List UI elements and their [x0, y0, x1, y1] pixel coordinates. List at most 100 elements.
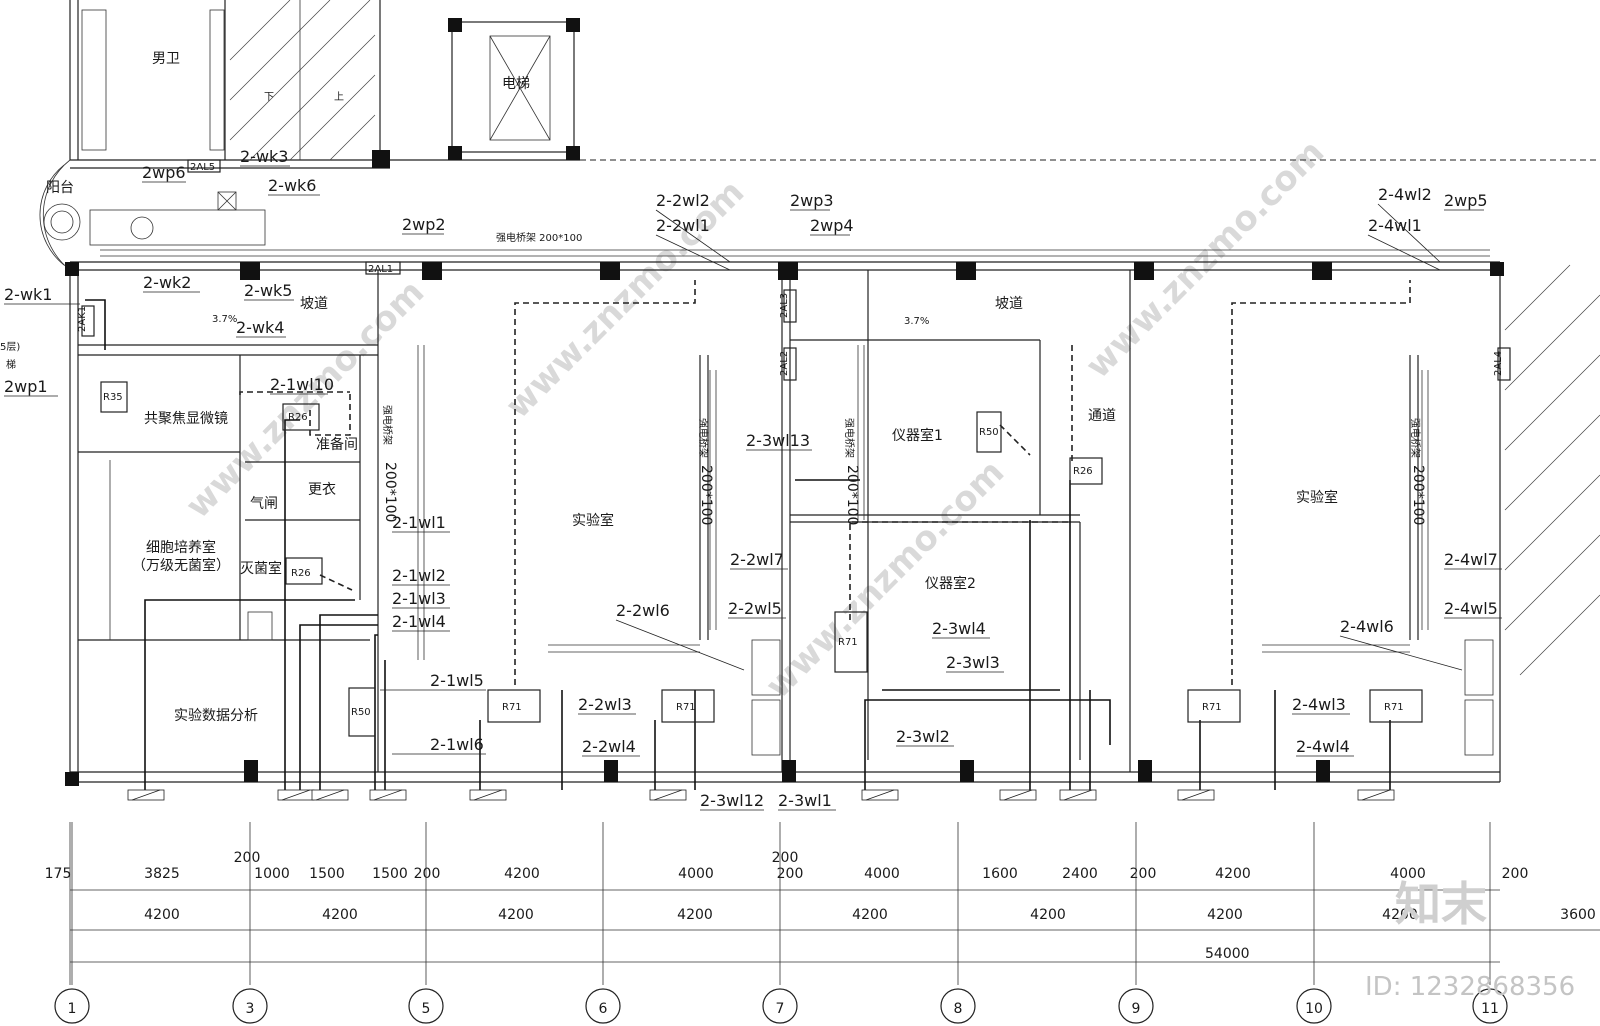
svg-text:2-3wl13: 2-3wl13 [746, 431, 810, 450]
power-circuits [85, 299, 1391, 790]
dimension-lines [69, 822, 1600, 985]
outlet-slash [473, 789, 503, 801]
outlet-slash [1003, 789, 1033, 801]
panel: 2AL1 [365, 261, 401, 275]
tray-labels: 强电桥架 200*100 强电桥架 200*100 强电桥架 200*100 强… [212, 231, 1426, 525]
svg-text:R71: R71 [676, 702, 696, 713]
axis-label: 1 [68, 1001, 77, 1017]
dimension-value: 1600 [982, 866, 1018, 882]
svg-text:R71: R71 [502, 702, 522, 713]
stair-down: 下 [264, 92, 274, 103]
svg-text:200*100: 200*100 [382, 462, 398, 522]
svg-text:2-wk5: 2-wk5 [244, 281, 292, 300]
axis-bubble [1118, 988, 1154, 1024]
columns [65, 150, 1504, 786]
svg-text:2-1wl1: 2-1wl1 [392, 513, 446, 532]
room-ramp-left: 坡道 [300, 296, 328, 312]
tray-top-label: 强电桥架 200*100 [496, 231, 582, 244]
lighting-circuits [239, 280, 1411, 685]
circuit-labels: 2-wk1 2-wk2 2-wk3 2-wk4 2-wk5 2-wk6 2wp1… [4, 147, 1502, 811]
dimension-value: 1500 [372, 866, 408, 882]
svg-text:R50: R50 [979, 427, 999, 438]
svg-text:2-4wl6: 2-4wl6 [1340, 617, 1394, 636]
svg-text:2-4wl2: 2-4wl2 [1378, 185, 1432, 204]
dimension-value: 4000 [1390, 866, 1426, 882]
dimension-value: 3825 [144, 866, 180, 882]
room-ramp-right: 坡道 [995, 296, 1023, 312]
svg-text:强电桥架: 强电桥架 [381, 405, 394, 445]
axis-bubble [1472, 988, 1508, 1024]
svg-text:2-3wl12: 2-3wl12 [700, 791, 764, 810]
svg-text:2-4wl7: 2-4wl7 [1444, 550, 1498, 569]
svg-text:2-4wl1: 2-4wl1 [1368, 216, 1422, 235]
svg-text:2AK1: 2AK1 [77, 306, 88, 332]
room-instrument-2: 仪器室2 [925, 575, 976, 592]
svg-text:R26: R26 [1073, 466, 1093, 477]
room-prep: 准备间 [316, 436, 358, 453]
svg-text:R26: R26 [291, 568, 311, 579]
axis-label: 9 [1132, 1001, 1141, 1017]
svg-text:2-wk3: 2-wk3 [240, 147, 288, 166]
dimension-value: 4000 [864, 866, 900, 882]
svg-text:强电桥架: 强电桥架 [1409, 418, 1422, 458]
room-airlock: 气闸 [250, 496, 278, 512]
svg-text:2AL1: 2AL1 [368, 264, 393, 275]
dimension-value: 1000 [254, 866, 290, 882]
svg-text:强电桥架: 强电桥架 [843, 418, 856, 458]
outlet-slash [1063, 789, 1093, 801]
axis-bubble [54, 988, 90, 1024]
svg-text:R50: R50 [351, 707, 371, 718]
dimension-value: 200 [234, 850, 261, 866]
outlet-slash [1181, 789, 1211, 801]
svg-text:2-2wl3: 2-2wl3 [578, 695, 632, 714]
panel: 2AL3 [779, 289, 797, 323]
svg-text:2-3wl1: 2-3wl1 [778, 791, 832, 810]
stair-note: 梯 [6, 358, 16, 371]
svg-text:2-1wl3: 2-1wl3 [392, 589, 446, 608]
room-cell-culture: 细胞培养室 [146, 539, 216, 556]
brand-watermark: 知末 [1395, 877, 1487, 931]
upper-core [69, 0, 1600, 169]
dimension-value: 4200 [1215, 866, 1251, 882]
svg-text:2-1wl6: 2-1wl6 [430, 735, 484, 754]
equipment-unit: R71 [1369, 689, 1423, 723]
room-confocal: 共聚焦显微镜 [144, 411, 228, 427]
equipment-unit: R71 [834, 611, 868, 673]
equipment: R35 R26 R26 R50 R71 R71 R50 R26 R71 R71 … [100, 381, 1494, 756]
svg-text:强电桥架: 强电桥架 [697, 418, 710, 458]
room-sterilize: 灭菌室 [240, 560, 282, 577]
room-toilet: 男卫 [152, 51, 180, 67]
svg-text:2-wk4: 2-wk4 [236, 318, 284, 337]
svg-text:R71: R71 [1202, 702, 1222, 713]
dimension-value: 4200 [1207, 907, 1243, 923]
slope-left: 3.7% [212, 314, 237, 325]
dimension-value: 1500 [309, 866, 345, 882]
dimension-value: 200 [777, 866, 804, 882]
balcony-equipment [89, 191, 266, 246]
svg-text:2AL4: 2AL4 [1493, 351, 1504, 376]
dimension-value: 4200 [504, 866, 540, 882]
room-corridor: 通道 [1088, 408, 1116, 424]
dimension-value: 4000 [678, 866, 714, 882]
outlet-slash [1361, 789, 1391, 801]
equipment-unit: R71 [1187, 689, 1241, 723]
svg-text:2wp3: 2wp3 [790, 191, 834, 210]
dimension-value: 200 [1130, 866, 1157, 882]
svg-text:2AL5: 2AL5 [190, 162, 215, 173]
outlet-slash [315, 789, 345, 801]
dimension-value: 4200 [852, 907, 888, 923]
panel: 2AL4 [1493, 347, 1511, 381]
axis-label: 10 [1305, 1001, 1323, 1017]
equipment-unit: R35 [100, 381, 128, 413]
svg-text:2wp5: 2wp5 [1444, 191, 1488, 210]
elevator-shaft [451, 21, 575, 153]
svg-text:R26: R26 [288, 412, 308, 423]
equipment-unit: R26 [1069, 457, 1103, 485]
svg-text:2wp6: 2wp6 [142, 163, 186, 182]
axis-bubble [762, 988, 798, 1024]
room-instrument-1: 仪器室1 [892, 427, 943, 444]
svg-text:R71: R71 [838, 637, 858, 648]
